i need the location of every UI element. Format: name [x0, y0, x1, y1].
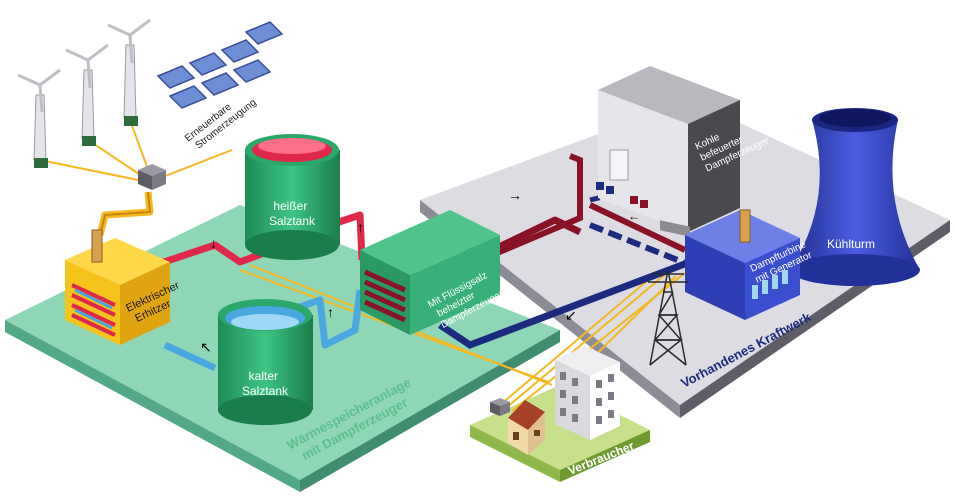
hot-tank-label: heißer Salztank [269, 199, 316, 228]
wind-turbine [65, 43, 109, 146]
wind-turbine [107, 18, 151, 126]
steam-pipe [443, 153, 583, 278]
steam-turbine: Dampfturbine mit Generator [685, 209, 814, 320]
steam-pipe-to-turbine [588, 202, 687, 253]
cold-salt-tank: kalter Salztank [218, 299, 313, 425]
house [508, 400, 545, 455]
wind-turbine [17, 68, 61, 168]
cold-salt-pipes [163, 289, 364, 372]
cooling-tower: Kühlturm [790, 108, 920, 286]
return-pipe-dashed [588, 222, 692, 268]
flow-arrow: ↑ [327, 304, 334, 320]
transmission-tower [648, 269, 688, 366]
salt-steam-generator: Mit Flüssigsalz beheizter Dampferzeuger [360, 210, 506, 335]
flow-arrow: → [508, 187, 522, 203]
coal-steam-generator: Kohle befeuerter Dampferzeuger [598, 66, 771, 237]
pipe-stubs [596, 182, 648, 208]
consumer-platform [470, 385, 650, 482]
hot-salt-tank: heißer Salztank [245, 134, 340, 260]
solar-panels [156, 21, 284, 109]
flow-arrow: ↑ [357, 219, 364, 235]
apartment-building [555, 346, 620, 440]
flow-arrow: ↙ [565, 307, 577, 323]
flow-arrow: ↖ [200, 339, 212, 355]
cold-tank-label: kalter Salztank [242, 369, 289, 398]
cooling-tower-label: Kühlturm [827, 237, 875, 251]
junction-box [138, 164, 166, 190]
consumer-junction-box [490, 398, 510, 416]
wind-turbines [17, 18, 151, 168]
flow-arrow: ↓ [210, 235, 217, 251]
electric-heater: Elektrischer Erhitzer [65, 229, 182, 345]
return-pipe [438, 258, 692, 349]
